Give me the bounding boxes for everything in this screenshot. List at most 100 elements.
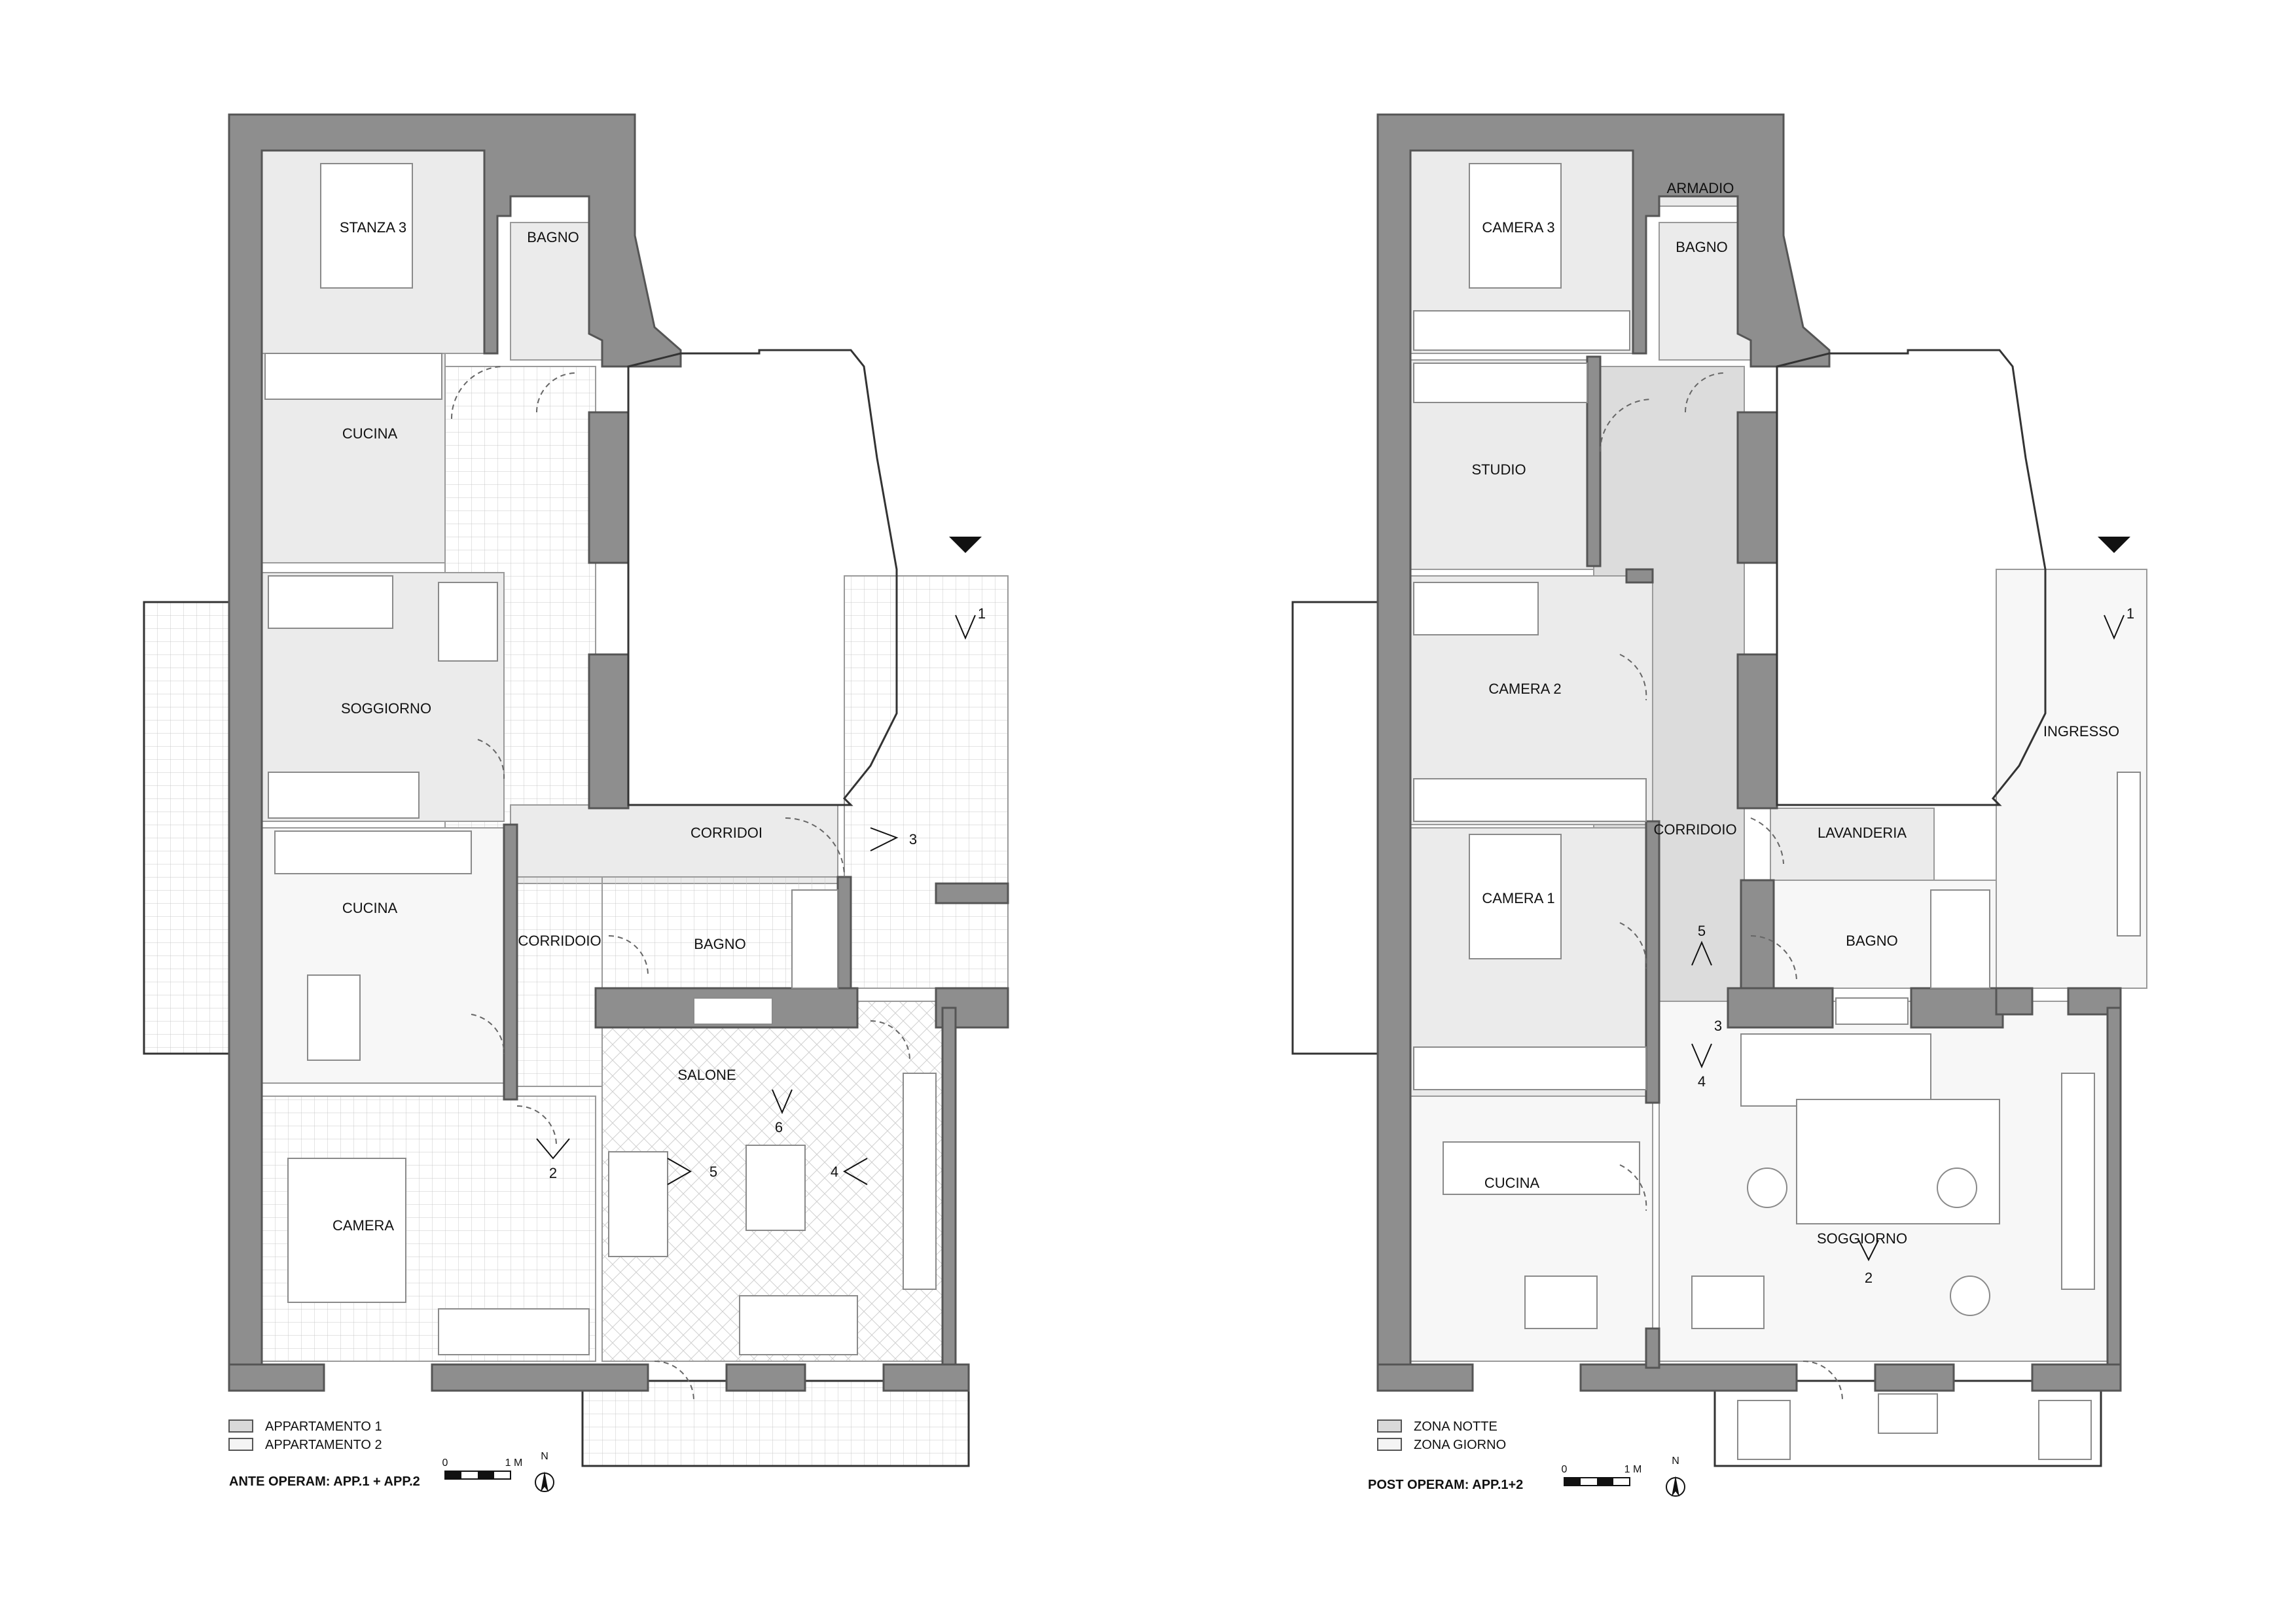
bench-balcony-1 (1737, 1400, 1791, 1460)
sofa-soggiorno-post (1740, 1033, 1931, 1107)
wall-south-3 (725, 1363, 806, 1392)
door-camera-1 (1619, 922, 1647, 969)
view-arrow-post-2 (1858, 1240, 1879, 1262)
armchair-2 (1937, 1168, 1977, 1208)
scale-zero-ante: 0 (442, 1457, 448, 1469)
view-arrow-post-4 (1691, 1043, 1712, 1069)
sofa-salone (608, 1151, 668, 1257)
outer-wall-north-west-post (1376, 113, 1831, 1366)
label-cucina-post: CUCINA (1484, 1175, 1540, 1191)
wall-inner-1 (588, 411, 630, 564)
view-number-4: 4 (831, 1164, 838, 1180)
view-arrow-5 (667, 1158, 692, 1185)
legend-label-notte: ZONA NOTTE (1414, 1419, 1498, 1434)
wardrobe-camera (438, 1308, 590, 1355)
wall-bagno-post (1740, 879, 1775, 993)
view-number-post-5: 5 (1698, 923, 1706, 939)
label-stanza-3: STANZA 3 (340, 219, 406, 236)
label-camera-2: CAMERA 2 (1488, 681, 1561, 697)
legend-swatch-giorno (1377, 1438, 1402, 1451)
label-soggiorno-post: SOGGIORNO (1817, 1230, 1907, 1247)
wall-south-post-4 (2031, 1363, 2122, 1392)
view-number-3: 3 (909, 831, 917, 847)
view-arrow-post-5 (1691, 940, 1712, 966)
label-cucina-2: CUCINA (342, 900, 398, 916)
table-soggiorno-post (1691, 1275, 1765, 1329)
wall-partition-post-1 (1586, 355, 1602, 567)
label-corridoio-post: CORRIDOIO (1653, 821, 1736, 838)
label-camera: CAMERA (332, 1217, 394, 1234)
view-arrow-4 (842, 1158, 868, 1185)
door-lavanderia (1750, 817, 1784, 865)
legend-swatch-app2 (228, 1438, 253, 1451)
label-bagno-2: BAGNO (694, 936, 745, 952)
wall-inner-post-2 (1736, 653, 1778, 810)
bathtub-post (1930, 889, 1990, 989)
desk-studio (1413, 363, 1588, 403)
plan-title-ante: ANTE OPERAM: APP.1 + APP.2 (229, 1474, 420, 1489)
door-bagno-top-post (1685, 372, 1725, 413)
view-arrow-3 (870, 827, 899, 851)
legend-swatch-app1 (228, 1419, 253, 1433)
door-corridoi (785, 817, 845, 878)
label-studio: STUDIO (1471, 461, 1526, 478)
bed-camera-2 (1413, 582, 1539, 635)
label-camera-3: CAMERA 3 (1482, 219, 1554, 236)
radiator-soggiorno-post (1835, 997, 1909, 1025)
wall-south-post-2 (1579, 1363, 1798, 1392)
wall-south-1 (228, 1363, 325, 1392)
bench-balcony-2 (2038, 1400, 2092, 1460)
bathtub (791, 889, 838, 989)
legend-label-giorno: ZONA GIORNO (1414, 1438, 1506, 1452)
label-camera-1: CAMERA 1 (1482, 890, 1554, 906)
room-lavanderia (1770, 808, 1935, 881)
label-corridoi: CORRIDOI (691, 825, 762, 841)
legend-swatch-notte (1377, 1419, 1402, 1433)
north-label-post: N (1672, 1455, 1679, 1467)
kitchen-counter-post (1443, 1141, 1640, 1195)
view-arrow-1 (955, 615, 976, 640)
scale-one-post: 1 M (1624, 1464, 1642, 1475)
sideboard-soggiorno (268, 772, 420, 819)
legend-label-app1: APPARTAMENTO 1 (265, 1419, 382, 1434)
wall-ingresso-corner-post (1995, 987, 2034, 1016)
bed-stanza-3 (320, 163, 413, 289)
view-number-1: 1 (978, 605, 986, 622)
wall-partition-1 (503, 823, 518, 1101)
wardrobe-camera-1 (1413, 1046, 1647, 1090)
bookshelf-salone (903, 1073, 937, 1290)
north-label-ante: N (541, 1451, 548, 1462)
view-number-2: 2 (549, 1165, 557, 1181)
wall-ingresso-south (935, 882, 1009, 904)
view-number-post-4: 4 (1698, 1073, 1706, 1090)
room-bagno-top (510, 222, 603, 361)
wardrobe-camera-2 (1413, 778, 1647, 822)
scale-bar-post: 0 1 M (1562, 1464, 1642, 1486)
wall-soggiorno-north-2 (1910, 987, 2004, 1029)
entrance-marker (949, 537, 982, 553)
wall-east (941, 1007, 957, 1382)
kitchen-counter-1 (264, 353, 442, 400)
armchair-3 (1950, 1275, 1990, 1316)
bed-camera (287, 1158, 406, 1303)
table-cucina-2 (307, 974, 361, 1061)
wall-cucina-post (1645, 1327, 1660, 1369)
sofa-soggiorno (268, 575, 393, 629)
legend-label-app2: APPARTAMENTO 2 (265, 1438, 382, 1452)
wall-partition-post-3 (1645, 820, 1660, 1104)
door-balcony-post (1803, 1361, 1843, 1401)
label-cucina-1: CUCINA (342, 425, 398, 442)
scale-zero-post: 0 (1562, 1464, 1568, 1475)
door-camera (516, 1105, 557, 1146)
wall-south-post-1 (1376, 1363, 1474, 1392)
view-number-post-1: 1 (2126, 605, 2134, 622)
plan-ante-operam: 1 2 3 4 5 6 STANZA 3 BAGNO CUCINA SOGGIO… (143, 113, 1009, 1492)
door-balcony (654, 1361, 694, 1401)
door-cucina-1 (451, 366, 505, 419)
view-number-post-3: 3 (1714, 1018, 1722, 1034)
wall-inner-post-1 (1736, 411, 1778, 564)
table-soggiorno (438, 582, 498, 662)
wall-south-post-3 (1874, 1363, 1955, 1392)
wall-soggiorno-north-1 (1727, 987, 1834, 1029)
door-camera-2 (1619, 654, 1647, 701)
